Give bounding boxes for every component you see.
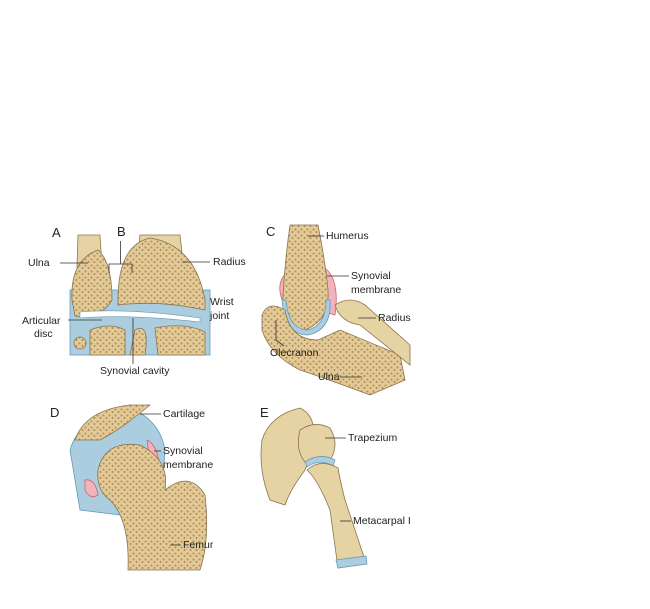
cartilage: [335, 555, 368, 569]
label-femur: Femur: [183, 539, 214, 551]
acetabulum: [74, 404, 152, 441]
label-trapezium: Trapezium: [348, 432, 397, 444]
label-synovial-cavity: Synovial cavity: [100, 365, 170, 377]
label-synovial-membrane: Synovial: [351, 270, 391, 282]
panel-e-thumb: [260, 407, 368, 569]
label-wrist-joint: joint: [209, 310, 229, 322]
label-articular-disc: disc: [34, 328, 53, 340]
humerus-cartilage: [281, 299, 331, 336]
pisiform-bone: [73, 336, 87, 350]
panel-label-a: A: [52, 225, 61, 240]
carpal-bone: [89, 325, 126, 356]
panel-label-e: E: [260, 405, 269, 420]
label-radius: Radius: [213, 256, 246, 268]
panel-c-elbow: [261, 224, 411, 396]
label-ulna: Ulna: [28, 257, 50, 269]
panel-d-hip: [69, 404, 208, 571]
humerus: [282, 224, 329, 331]
carpal-bone: [154, 325, 206, 356]
ulna: [261, 305, 406, 396]
label-b: B: [117, 224, 126, 239]
label-synovial-membrane: membrane: [163, 459, 213, 471]
label-articular-disc: Articular: [22, 315, 61, 327]
label-synovial-membrane: membrane: [351, 284, 401, 296]
label-synovial-membrane: Synovial: [163, 445, 203, 457]
carpal-bone: [129, 328, 147, 356]
metacarpal-bone: [306, 463, 366, 569]
panel-a-wrist: [69, 234, 211, 356]
trapezium-bone: [297, 424, 336, 463]
synovial-membrane: [84, 479, 99, 498]
radius-head: [117, 237, 206, 311]
label-wrist-joint: Wrist: [210, 296, 234, 308]
synovial-cavity-space: [79, 310, 201, 323]
femur: [97, 443, 208, 571]
label-metacarpal-i: Metacarpal I: [353, 515, 411, 527]
panel-label-d: D: [50, 405, 59, 420]
label-ulna: Ulna: [318, 371, 340, 383]
panel-label-c: C: [266, 224, 275, 239]
radius-bone: [334, 299, 411, 366]
label-radius: Radius: [378, 312, 411, 324]
label-humerus: Humerus: [326, 230, 369, 242]
label-cartilage: Cartilage: [163, 408, 205, 420]
label-olecranon: Olecranon: [270, 347, 319, 359]
